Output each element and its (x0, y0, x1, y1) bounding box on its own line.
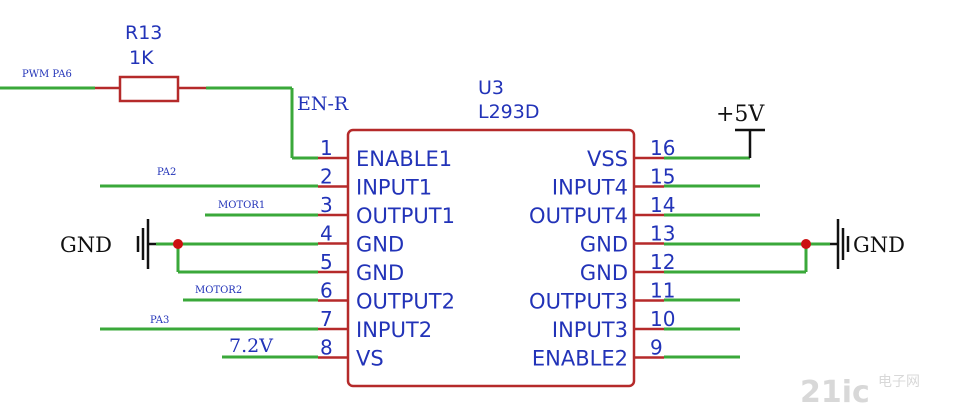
net-label-pa2: PA2 (157, 167, 176, 178)
left-pin-name: INPUT2 (356, 318, 432, 342)
gnd-right-label: GND (853, 233, 905, 257)
gnd-left-net (136, 219, 318, 274)
right-pin-name: INPUT3 (552, 318, 628, 342)
right-pin-number: 16 (650, 136, 675, 160)
net-label-pwm: PWM PA6 (22, 69, 72, 80)
right-pin-name: INPUT4 (552, 176, 628, 200)
resistor-ref: R13 (125, 22, 162, 44)
right-pin-number: 12 (650, 250, 675, 274)
left-pin-name: OUTPUT1 (356, 204, 455, 228)
right-pin-number: 13 (650, 222, 675, 246)
watermark-cn-text: 电子网 (878, 374, 920, 390)
chip-body (346, 128, 636, 388)
resistor-r13: R13 1K (0, 22, 318, 160)
right-pin-name: GND (580, 261, 628, 285)
right-pin-number: 14 (650, 193, 675, 217)
left-pin-name: OUTPUT2 (356, 290, 455, 314)
left-pin-number: 2 (320, 165, 333, 189)
net-label-motor1: MOTOR1 (218, 200, 265, 211)
left-pin-number: 7 (320, 307, 333, 331)
right-pin-number: 10 (650, 307, 675, 331)
left-pin-number: 4 (320, 222, 333, 246)
left-pin-number: 6 (320, 279, 333, 303)
left-pin-name: GND (356, 261, 404, 285)
net-label-motor2: MOTOR2 (195, 285, 242, 296)
left-pin-number: 1 (320, 136, 333, 160)
right-pin-name: GND (580, 233, 628, 257)
right-pin-name: OUTPUT3 (529, 290, 628, 314)
chip-part: L293D (478, 101, 539, 123)
left-pin-number: 5 (320, 250, 333, 274)
gnd-right-net (664, 219, 850, 274)
net-label-en: EN-R (297, 93, 349, 115)
vcc-label: +5V (716, 102, 765, 127)
resistor-value: 1K (129, 47, 154, 69)
right-pin-name: ENABLE2 (532, 347, 628, 371)
watermark-logo: 21ic 电子网 (800, 374, 920, 410)
vcc-net (664, 128, 765, 160)
watermark-logo-text: 21ic (800, 375, 870, 410)
left-pin-name: GND (356, 233, 404, 257)
net-label-vs: 7.2V (229, 335, 273, 357)
left-pin-name: VS (356, 347, 384, 371)
chip-ref: U3 (478, 77, 504, 99)
left-pin-name: INPUT1 (356, 176, 432, 200)
right-pin-number: 9 (650, 336, 663, 360)
net-label-pa3: PA3 (150, 315, 169, 326)
left-pin-name: ENABLE1 (356, 147, 452, 171)
right-pin-group: 16VSS15INPUT414OUTPUT413GND12GND11OUTPUT… (529, 136, 675, 371)
gnd-left-label: GND (60, 233, 112, 257)
right-pin-name: VSS (587, 147, 628, 171)
left-pin-number: 8 (320, 336, 333, 360)
right-pin-name: OUTPUT4 (529, 204, 628, 228)
left-pin-number: 3 (320, 193, 333, 217)
